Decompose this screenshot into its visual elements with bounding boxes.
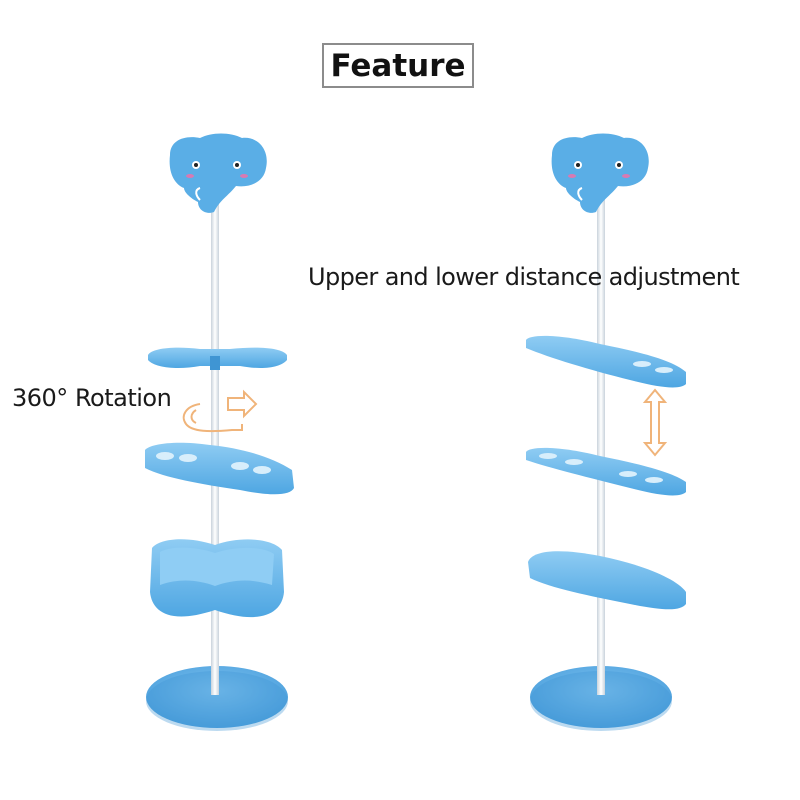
left-shelf-top xyxy=(148,347,287,370)
rotation-caption: 360° Rotation xyxy=(12,384,172,412)
right-elephant-head xyxy=(551,133,649,213)
left-elephant-head xyxy=(169,133,267,213)
right-shelf-middle xyxy=(526,447,686,496)
right-shelf-top xyxy=(526,335,686,388)
left-rack-pole xyxy=(211,190,219,695)
left-shoe-rack xyxy=(145,133,294,731)
left-rack-base xyxy=(146,666,288,728)
feature-heading: Feature xyxy=(322,43,474,88)
rotate-arrow-icon xyxy=(182,389,258,433)
right-shelf-bottom xyxy=(528,551,686,610)
double-vertical-arrow-icon xyxy=(642,388,668,457)
left-shelf-middle xyxy=(145,442,294,495)
distance-caption: Upper and lower distance adjustment xyxy=(308,263,740,291)
right-rack-pole xyxy=(597,190,605,695)
left-shelf-bottom xyxy=(150,539,284,618)
right-rack-base xyxy=(530,666,672,728)
right-shoe-rack xyxy=(526,133,686,731)
